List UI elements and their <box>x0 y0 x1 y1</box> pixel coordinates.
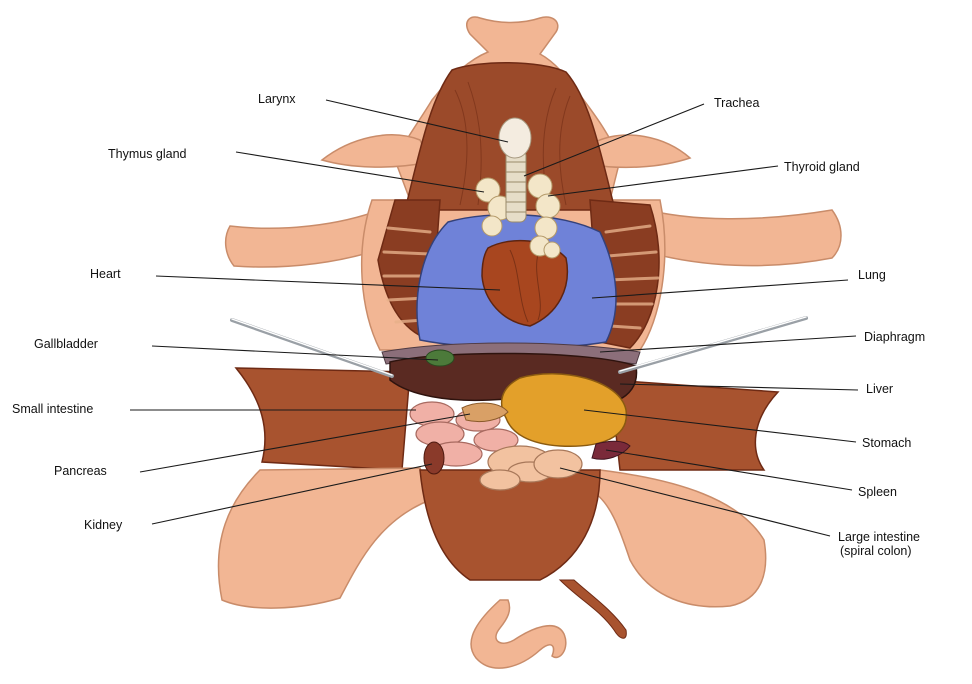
umbilical-cord <box>471 600 566 668</box>
gallbladder-shape <box>426 350 454 366</box>
label-pancreas: Pancreas <box>54 464 107 478</box>
label-diaphragm: Diaphragm <box>864 330 925 344</box>
left-hindleg <box>218 468 430 608</box>
label-heart: Heart <box>90 267 121 281</box>
larynx-shape <box>499 118 531 158</box>
right-hindleg <box>590 470 766 607</box>
label-kidney: Kidney <box>84 518 122 532</box>
label-small-intestine: Small intestine <box>12 402 93 416</box>
label-large-intestine: Large intestine <box>838 530 920 544</box>
label-liver: Liver <box>866 382 893 396</box>
right-abdominal-flap <box>610 380 778 470</box>
label-trachea: Trachea <box>714 96 759 110</box>
kidney-shape <box>424 442 444 474</box>
label-thymus-gland: Thymus gland <box>108 147 187 161</box>
left-abdominal-flap <box>236 368 410 470</box>
label-thyroid-gland: Thyroid gland <box>784 160 860 174</box>
right-foreleg <box>640 208 841 266</box>
label-stomach: Stomach <box>862 436 911 450</box>
label-large-intestine-note: (spiral colon) <box>840 544 912 558</box>
label-gallbladder: Gallbladder <box>34 337 98 351</box>
trachea-shape <box>506 150 526 222</box>
label-lung: Lung <box>858 268 886 282</box>
label-larynx: Larynx <box>258 92 296 106</box>
tail <box>560 580 626 638</box>
label-spleen: Spleen <box>858 485 897 499</box>
left-ear <box>322 135 430 167</box>
